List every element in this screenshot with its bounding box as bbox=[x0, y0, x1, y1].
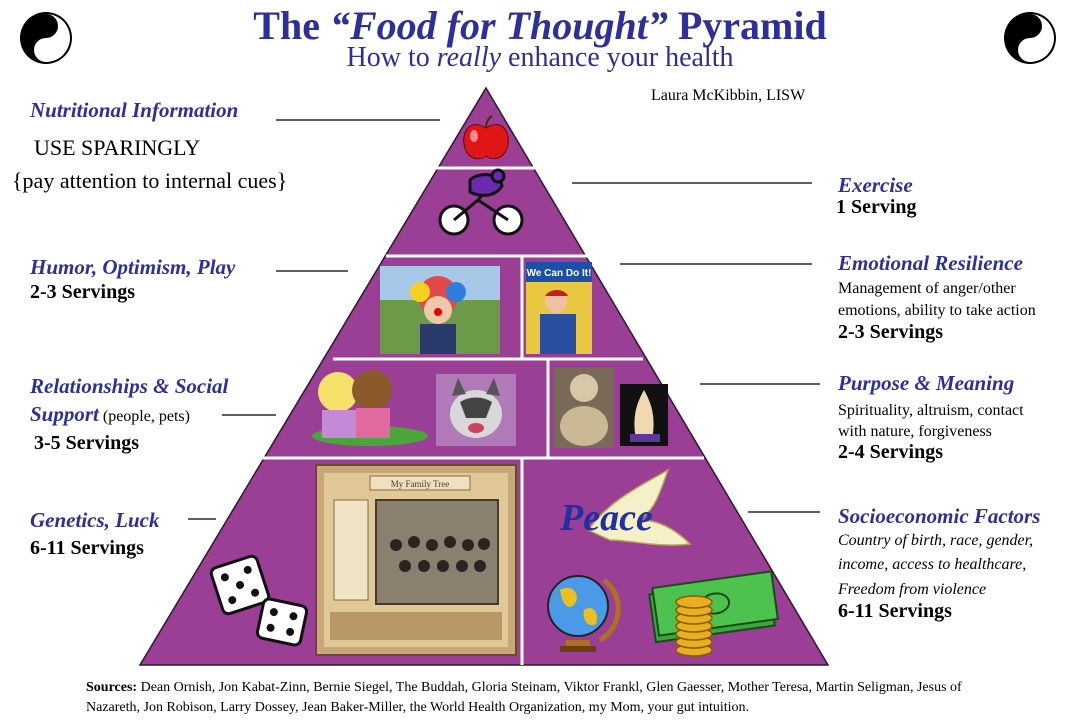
tier-dividers bbox=[262, 166, 704, 665]
exercise-servings: 1 Serving bbox=[836, 196, 917, 218]
rosie-poster-image: We Can Do It! bbox=[526, 262, 592, 354]
dice-icon bbox=[209, 554, 309, 647]
svg-text:We Can Do It!: We Can Do It! bbox=[527, 268, 592, 279]
family-tree-photo: My Family Tree bbox=[315, 464, 517, 656]
emotional-desc-2: emotions, ability to take action bbox=[838, 302, 1036, 319]
socio-servings: 6-11 Servings bbox=[838, 600, 952, 622]
cyclist-icon bbox=[438, 168, 524, 236]
globe-icon bbox=[547, 575, 621, 652]
connector-lines bbox=[188, 119, 820, 520]
money-icon bbox=[648, 570, 780, 657]
humor-label: Humor, Optimism, Play bbox=[30, 255, 236, 279]
purpose-label: Purpose & Meaning bbox=[838, 371, 1015, 395]
children-illustration bbox=[312, 370, 428, 446]
dog-photo bbox=[436, 374, 516, 446]
svg-text:My Family Tree: My Family Tree bbox=[391, 479, 450, 489]
relationships-servings: 3-5 Servings bbox=[34, 432, 139, 454]
relationships-label: Relationships & Social bbox=[30, 374, 229, 398]
relationships-label-line2: Support (people, pets) bbox=[30, 402, 190, 426]
page-title: The “Food for Thought” Pyramid bbox=[253, 3, 827, 48]
emotional-servings: 2-3 Servings bbox=[838, 321, 943, 343]
purpose-desc-1: Spirituality, altruism, contact bbox=[838, 402, 1024, 419]
humor-servings: 2-3 Servings bbox=[30, 281, 135, 303]
purpose-desc-2: with nature, forgiveness bbox=[838, 423, 992, 440]
praying-hands-icon bbox=[620, 384, 668, 446]
buddha-statue-image bbox=[554, 368, 614, 448]
emotional-desc-1: Management of anger/other bbox=[838, 280, 1016, 297]
genetics-servings: 6-11 Servings bbox=[30, 537, 144, 559]
peace-dove-icon: Peace bbox=[559, 468, 692, 546]
exercise-label: Exercise bbox=[838, 173, 913, 197]
nutritional-information-label: Nutritional Information bbox=[30, 98, 239, 122]
socio-desc-1: Country of birth, race, gender, bbox=[838, 532, 1034, 549]
sources-footnote: Sources: Dean Ornish, Jon Kabat-Zinn, Be… bbox=[86, 680, 962, 715]
socioeconomic-label: Socioeconomic Factors bbox=[838, 504, 1041, 528]
emotional-resilience-label: Emotional Resilience bbox=[838, 251, 1023, 275]
use-sparingly-text: USE SPARINGLY bbox=[34, 135, 201, 160]
svg-text:Peace: Peace bbox=[559, 497, 653, 539]
yin-yang-icon bbox=[20, 12, 72, 64]
internal-cues-text: {pay attention to internal cues} bbox=[12, 168, 288, 193]
socio-desc-3: Freedom from violence bbox=[838, 581, 987, 598]
yin-yang-icon bbox=[1004, 12, 1056, 64]
author-credit: Laura McKibbin, LISW bbox=[651, 87, 806, 104]
purpose-servings: 2-4 Servings bbox=[838, 441, 943, 463]
clown-photo bbox=[380, 266, 500, 354]
apple-icon bbox=[463, 115, 509, 160]
socio-desc-2: income, access to healthcare, bbox=[838, 556, 1027, 573]
page-subtitle: How to really enhance your health bbox=[346, 42, 734, 73]
genetics-label: Genetics, Luck bbox=[30, 508, 160, 532]
